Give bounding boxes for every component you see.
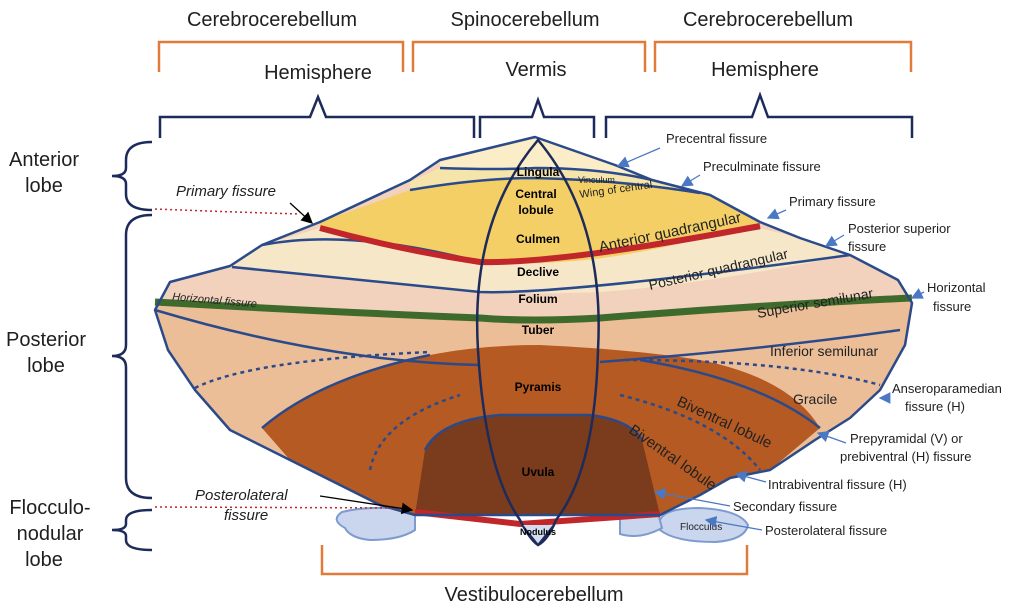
ann-secondary-fissure: Secondary fissure [733,499,837,514]
bracket-hemisphere-left [160,97,474,138]
primary-fissure-arrow [290,203,312,223]
vermis-lingula: Lingula [517,165,560,179]
label-flocculus: Flocculus [680,522,722,533]
label-posterolateral-left-line1: Posterolateral [195,487,288,504]
header-vestibulocerebellum: Vestibulocerebellum [445,584,624,606]
ann-prepyramidal-line2: prebiventral (H) fissure [840,449,972,464]
bracket-flocculonodular-lobe [112,510,152,550]
ann-posterolateral-fissure: Posterolateral fissure [765,523,887,538]
ann-posterior-superior-line1: Posterior superior [848,221,951,236]
navy-brackets [160,95,912,138]
ptr-prepyramidal [818,433,846,443]
vermis-pyramis: Pyramis [515,380,562,394]
label-primary-fissure-left: Primary fissure [176,183,276,200]
header-cerebrocerebellum-right: Cerebrocerebellum [683,9,853,31]
ann-anseroparamedian-line2: fissure (H) [905,399,965,414]
ptr-horizontal [912,292,924,298]
label-gracile: Gracile [793,391,838,407]
header-spinocerebellum: Spinocerebellum [451,9,600,31]
lobe-brackets [112,142,152,550]
header-cerebrocerebellum-left: Cerebrocerebellum [187,9,357,31]
bracket-anterior-lobe [112,142,152,210]
ann-posterior-superior-line2: fissure [848,239,886,254]
ann-precentral-fissure: Precentral fissure [666,131,767,146]
ann-primary-fissure: Primary fissure [789,194,876,209]
primary-fissure-dotted-pointer [155,209,300,214]
ann-preculminate-fissure: Preculminate fissure [703,159,821,174]
posterolateral-dotted-pointer [155,507,410,508]
header-hemisphere-left: Hemisphere [264,62,372,84]
label-inferior-semilunar: Inferior semilunar [770,343,878,359]
bracket-vermis [480,100,594,138]
lobe-anterior-line2: lobe [25,175,63,197]
lobe-flocculonodular-line2: nodular [17,523,84,545]
ptr-posterior-superior [826,235,844,246]
ann-prepyramidal-line1: Prepyramidal (V) or [850,431,963,446]
vermis-uvula: Uvula [522,465,555,479]
bracket-posterior-lobe [112,215,152,498]
ann-horizontal-line2: fissure [933,299,971,314]
ptr-primary [768,210,786,218]
vermis-folium: Folium [518,292,557,306]
ann-horizontal-line1: Horizontal [927,280,986,295]
vermis-tuber: Tuber [522,323,555,337]
vermis-central-line2: lobule [518,203,554,217]
lobe-posterior-line1: Posterior [6,329,86,351]
lobe-flocculonodular-line1: Flocculo- [9,497,90,519]
lobe-anterior-line1: Anterior [9,149,79,171]
ann-intrabiventral-fissure: Intrabiventral fissure (H) [768,477,907,492]
vermis-nodulus: Nodulus [520,527,556,537]
vermis-central-line1: Central [515,187,556,201]
label-vinculum: Vinculum [578,175,615,185]
ann-anseroparamedian-line1: Anseroparamedian [892,381,1002,396]
ptr-preculminate [682,175,700,186]
vermis-culmen: Culmen [516,232,560,246]
lobe-flocculonodular-line3: lobe [25,549,63,571]
bracket-vestibulocerebellum [322,545,747,574]
ptr-intrabiventral [736,474,766,482]
header-vermis: Vermis [505,59,566,81]
label-posterolateral-left-line2: fissure [224,507,268,524]
header-hemisphere-right: Hemisphere [711,59,819,81]
ptr-precentral [618,148,660,166]
lobe-posterior-line2: lobe [27,355,65,377]
vermis-declive: Declive [517,265,559,279]
